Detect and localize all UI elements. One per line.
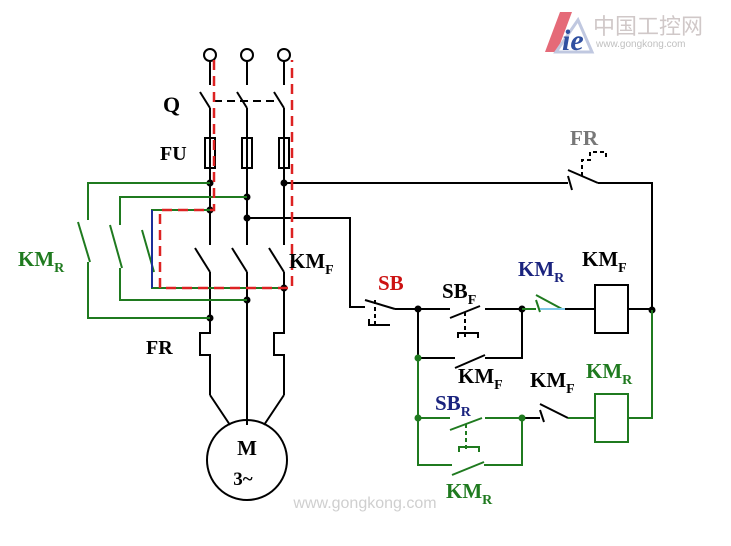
thermal-relay-fr-icon <box>199 320 285 370</box>
km-f-hold-contact-icon <box>454 354 486 369</box>
km-f-coil-icon <box>594 284 629 334</box>
label-fu: FU <box>160 143 187 165</box>
km-f-interlock-contact-icon <box>539 403 569 423</box>
label-km-r-coil: KMR <box>586 359 633 388</box>
terminal-l2-icon <box>240 48 254 62</box>
q-switch-icon <box>199 91 285 109</box>
label-q: Q <box>163 92 180 117</box>
label-km-r-interlock: KMR <box>518 257 565 286</box>
power-circuit <box>194 48 291 501</box>
logo: ie 中国工控网 www.gongkong.com <box>545 12 703 57</box>
km-f-main-contact-icon <box>194 247 285 273</box>
sb-f-button-icon <box>449 305 481 338</box>
logo-name: 中国工控网 <box>593 14 703 39</box>
label-km-r-hold: KMR <box>446 479 493 508</box>
label-motor-phase: 3~ <box>233 469 253 490</box>
terminal-l3-icon <box>277 48 291 62</box>
label-motor: M <box>237 436 257 460</box>
km-r-contact-icon <box>77 221 91 263</box>
label-fr-main: FR <box>146 337 173 359</box>
label-sb-f: SBF <box>442 279 476 308</box>
watermark: www.gongkong.com <box>292 495 436 512</box>
label-sb-r: SBR <box>435 391 472 420</box>
km-r-hold-contact-icon <box>451 461 485 476</box>
labels: Q FU FR FR KMR KMF SB SBF KMR KMF KMF KM… <box>18 92 633 508</box>
current-path-dashed <box>158 60 294 290</box>
label-km-f-coil: KMF <box>582 247 627 276</box>
sb-r-button-icon <box>449 417 483 452</box>
sb-stop-button-icon <box>364 299 396 326</box>
logo-mark-icon: ie <box>545 12 595 57</box>
fuse-icon <box>204 137 290 169</box>
terminal-l1-icon <box>203 48 217 62</box>
reverse-control-branch <box>414 310 653 476</box>
label-km-f-hold: KMF <box>458 364 503 393</box>
label-km-f-main: KMF <box>289 249 334 278</box>
label-km-f-interlock: KMF <box>530 368 575 397</box>
km-r-interlock-contact-icon <box>522 294 563 313</box>
km-r-main-contacts <box>77 182 295 319</box>
fr-nc-contact-icon <box>567 151 607 191</box>
logo-url: www.gongkong.com <box>595 39 686 50</box>
label-sb: SB <box>378 271 404 295</box>
label-fr-ctrl: FR <box>570 126 599 150</box>
km-r-coil-icon <box>594 393 629 443</box>
logo-mark: ie <box>562 24 584 57</box>
motor-icon <box>206 419 288 501</box>
control-circuit <box>247 151 656 423</box>
label-km-r-main: KMR <box>18 247 65 276</box>
